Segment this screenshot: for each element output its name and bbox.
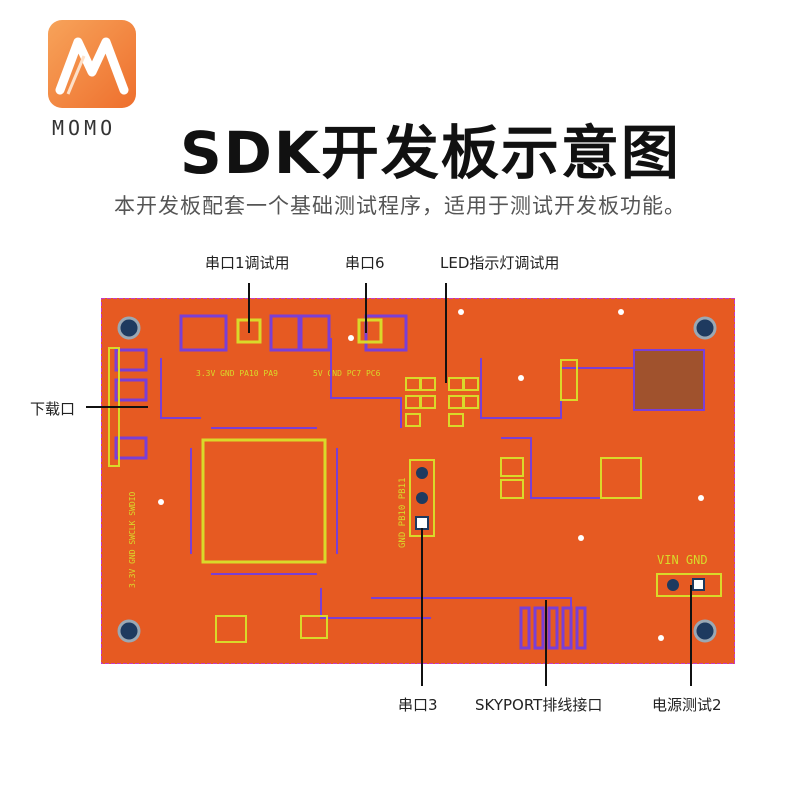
callout-uart1-debug: 串口1调试用 [205,254,290,272]
pcb-board: 3.3V GND PA10 PA9 5V GND PC7 PC6 3.3V GN… [101,298,735,664]
page-title: SDK开发板示意图 [180,119,681,187]
silk-power-header: VIN GND [657,553,708,567]
page-subtitle: 本开发板配套一个基础测试程序，适用于测试开发板功能。 [114,194,686,218]
leader-uart3 [421,528,423,686]
leader-uart1 [248,283,250,333]
leader-uart6 [365,283,367,333]
silk-uart3-header: GND PB10 PB11 [398,478,408,548]
callout-download-port: 下载口 [30,400,76,418]
callout-uart6: 串口6 [345,254,385,272]
leader-led [445,283,447,383]
silk-top-left-header: 3.3V GND PA10 PA9 [196,369,278,378]
leader-skyport [545,600,547,686]
silk-top-mid-header: 5V GND PC7 PC6 [313,369,381,378]
callout-led-debug: LED指示灯调试用 [440,254,560,272]
callout-power-test2: 电源测试2 [652,696,722,714]
brand-name: MOMO [52,116,117,140]
leader-power [690,585,692,686]
momo-logo [48,20,136,108]
leader-download [86,406,148,408]
callout-uart3: 串口3 [398,696,438,714]
callout-skyport: SKYPORT排线接口 [475,696,603,714]
silk-swd-header: 3.3V GND SWCLK SWDIO [128,491,137,588]
